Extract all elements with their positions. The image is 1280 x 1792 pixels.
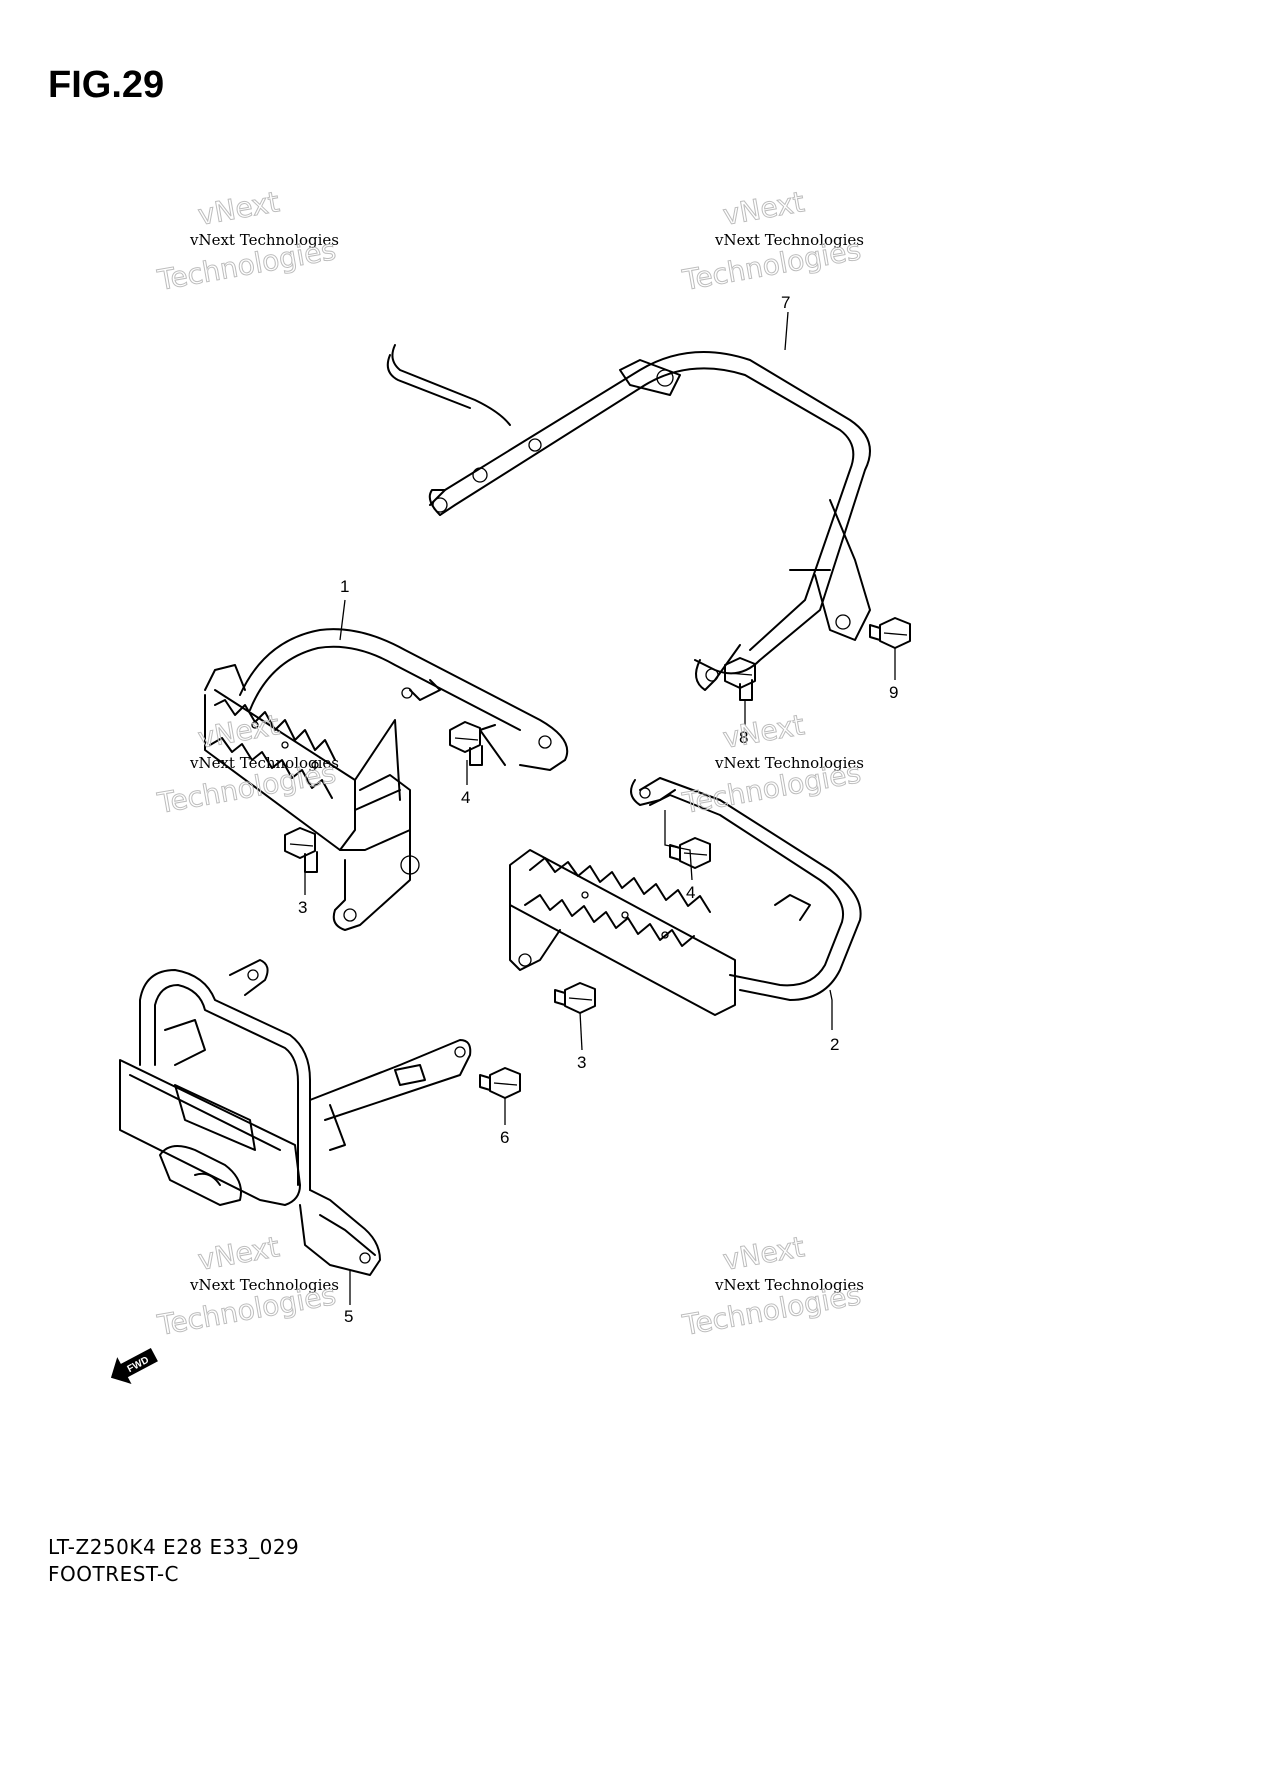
callout-7: 7 [781,293,790,312]
svg-text:vNext: vNext [720,1230,806,1277]
callout-6: 6 [500,1128,509,1147]
callout-5: 5 [344,1307,353,1326]
watermark-bottom-right: vNext vNext Technologies Technologies [679,1230,864,1343]
fwd-label: FWD [126,1355,151,1375]
watermark-mid-right: vNext vNext Technologies Technologies [679,708,864,821]
callout-4-upper: 4 [461,788,470,807]
part-5-front-guard [119,959,472,1276]
callout-1: 1 [340,577,349,596]
svg-text:vNext: vNext [720,185,806,232]
callout-3-right: 3 [577,1053,586,1072]
bolt-4-upper [449,721,483,766]
svg-text:vNext Technologies: vNext Technologies [189,231,339,249]
svg-text:vNext: vNext [720,708,806,755]
diagram-name: FOOTREST-C [48,1562,179,1586]
watermark-bottom-left: vNext vNext Technologies Technologies [154,1230,339,1343]
bolt-9 [869,617,911,649]
bolt-3-right [554,982,596,1014]
callout-8: 8 [739,728,748,747]
bolt-8 [724,657,756,701]
bolt-3-left [284,827,318,873]
part-1-left-footrest [204,628,569,931]
callout-3-left: 3 [298,898,307,917]
svg-text:vNext: vNext [195,708,281,755]
callout-9: 9 [889,683,898,702]
callout-4-right: 4 [686,883,695,902]
leader-lines [304,311,896,1305]
svg-text:vNext Technologies: vNext Technologies [714,754,864,772]
watermark-top-left: vNext vNext Technologies Technologies [154,185,339,298]
watermark-top-right: vNext vNext Technologies Technologies [679,185,864,298]
svg-text:vNext Technologies: vNext Technologies [714,1276,864,1294]
svg-text:vNext: vNext [195,185,281,232]
figure-title: FIG.29 [48,64,165,106]
bolt-6 [479,1067,521,1099]
fwd-arrow-icon: FWD [110,1347,158,1384]
part-2-right-footrest [509,777,862,1016]
callout-2: 2 [830,1035,839,1054]
svg-text:vNext Technologies: vNext Technologies [189,754,339,772]
svg-text:vNext Technologies: vNext Technologies [714,231,864,249]
watermark-mid-left: vNext vNext Technologies Technologies [154,708,339,821]
part-7-rear-guard [386,344,871,691]
model-code: LT-Z250K4 E28 E33_029 [48,1535,300,1559]
svg-text:vNext Technologies: vNext Technologies [189,1276,339,1294]
svg-text:vNext: vNext [195,1230,281,1277]
